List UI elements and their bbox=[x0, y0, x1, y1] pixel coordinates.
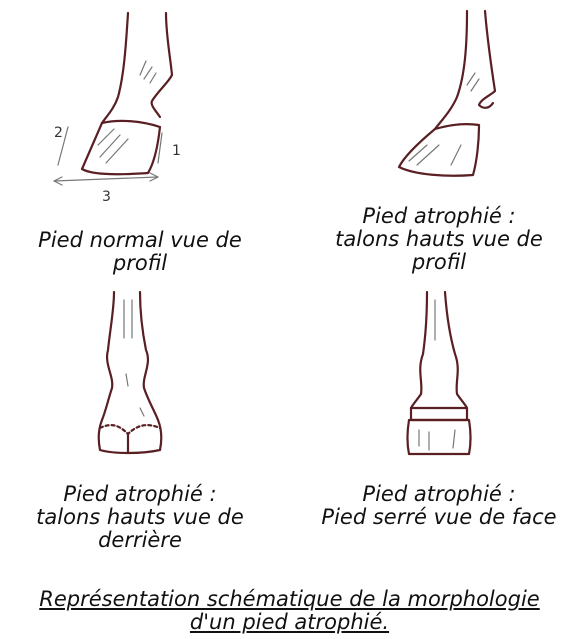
caption-line: Pied atrophié : bbox=[299, 483, 579, 506]
title-line: Représentation schématique de la morphol… bbox=[0, 588, 579, 611]
caption-line: Pied atrophié : bbox=[299, 205, 579, 228]
tight-foot-front-sketch bbox=[395, 290, 495, 470]
caption-line: profil bbox=[0, 252, 280, 275]
caption-line: derrière bbox=[0, 529, 280, 552]
high-heels-profile-sketch bbox=[375, 5, 515, 195]
caption-line: profil bbox=[299, 251, 579, 274]
label-1: 1 bbox=[172, 143, 181, 159]
caption-line: Pied normal vue de bbox=[0, 229, 280, 252]
caption-line: talons hauts vue de bbox=[299, 228, 579, 251]
label-3: 3 bbox=[102, 189, 111, 205]
diagram-title: Représentation schématique de la morphol… bbox=[0, 588, 579, 634]
title-line: d'un pied atrophié. bbox=[0, 611, 579, 634]
caption-line: Pied atrophié : bbox=[0, 483, 280, 506]
label-2: 2 bbox=[54, 125, 63, 141]
caption-normal-profile: Pied normal vue de profil bbox=[0, 229, 280, 275]
caption-high-heels-profile: Pied atrophié : talons hauts vue de prof… bbox=[299, 205, 579, 274]
normal-hoof-profile-sketch: 2 1 3 bbox=[40, 5, 220, 205]
caption-line: Pied serré vue de face bbox=[299, 506, 579, 529]
high-heels-rear-sketch bbox=[80, 290, 200, 470]
caption-line: talons hauts vue de bbox=[0, 506, 280, 529]
caption-tight-foot-front: Pied atrophié : Pied serré vue de face bbox=[299, 483, 579, 529]
caption-high-heels-rear: Pied atrophié : talons hauts vue de derr… bbox=[0, 483, 280, 552]
